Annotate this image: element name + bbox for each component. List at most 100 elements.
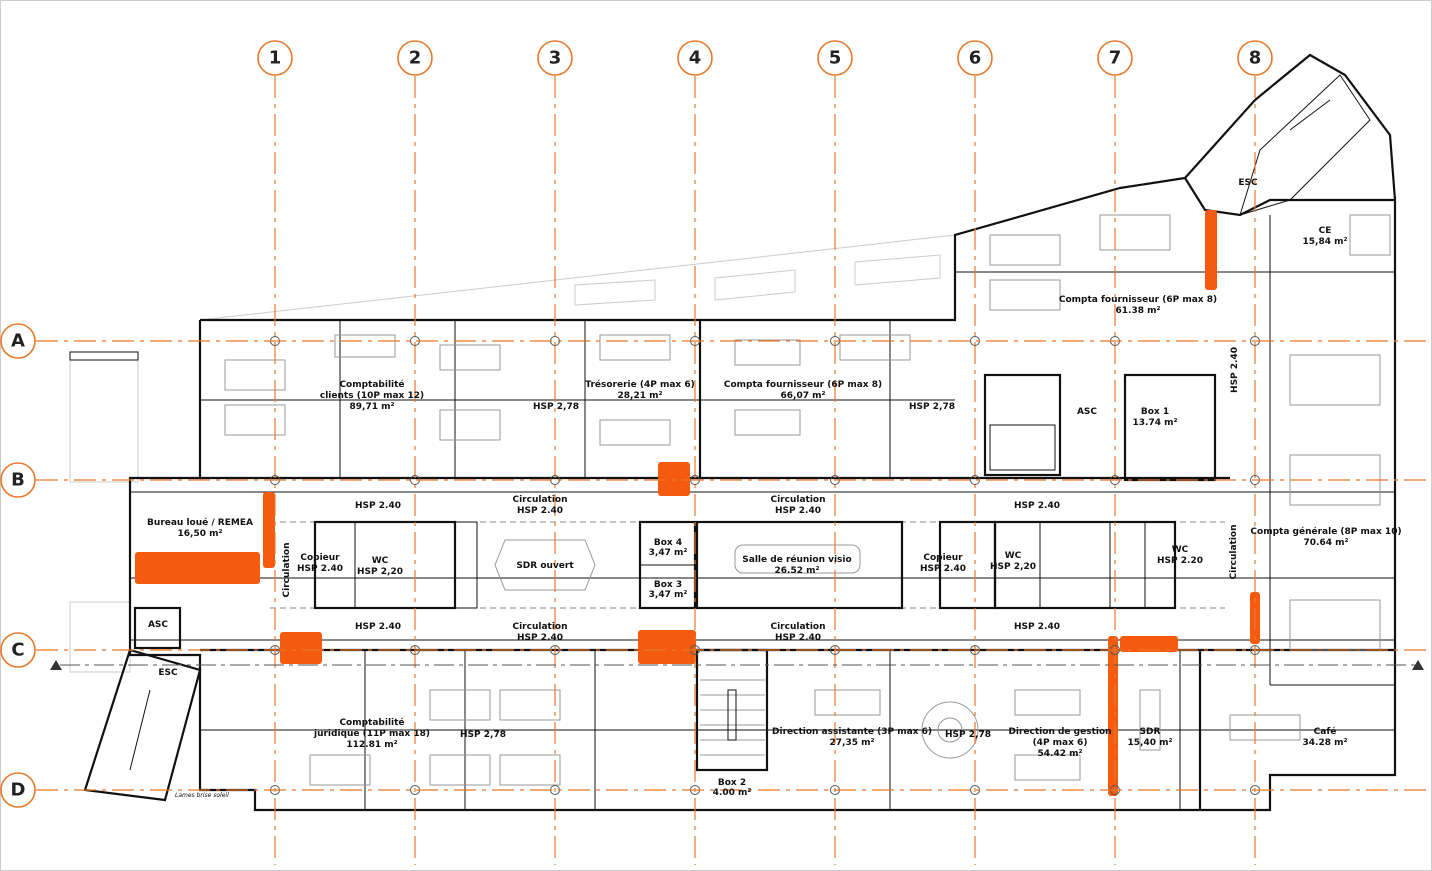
highlight-mark [280, 632, 322, 664]
circulation-label: Circulation [770, 495, 825, 505]
room-wc-mid-hsp: HSP 2,20 [990, 562, 1036, 572]
room-direction-gestion-line2: (4P max 6) [1033, 738, 1088, 748]
circulation-label-vertical: Circulation [1229, 524, 1239, 579]
room-direction-gestion-line1: Direction de gestion [1008, 727, 1111, 737]
highlight-mark [1120, 636, 1178, 652]
hsp-label-vertical: HSP 2.40 [1230, 347, 1240, 393]
esc-label-left: ESC [158, 668, 178, 678]
grid-bubble-column [257, 40, 293, 76]
room-copieur-left-name: Copieur [300, 553, 340, 563]
hsp-label: HSP 2.40 [775, 506, 821, 516]
highlight-mark [1205, 210, 1217, 290]
grid-bubble-column [1097, 40, 1133, 76]
room-wc-right-hsp: HSP 2.20 [1157, 556, 1203, 566]
room-comptabilite-juridique-line1: Comptabilité [339, 717, 404, 728]
room-wc-left-hsp: HSP 2,20 [357, 567, 403, 577]
section-marker-icon [1412, 660, 1424, 670]
hsp-label: HSP 2.40 [355, 622, 401, 632]
room-salle-reunion-name: Salle de réunion visio [742, 554, 851, 565]
room-box2-area: 4.00 m² [713, 788, 752, 798]
room-compta-generale-area: 70.64 m² [1304, 538, 1349, 548]
room-box4-area: 3,47 m² [649, 548, 688, 558]
esc-label-top: ESC [1238, 178, 1258, 188]
room-compta-generale-name: Compta générale (8P max 10) [1250, 526, 1401, 537]
room-bureau-loue-area: 16,50 m² [178, 529, 223, 539]
grid-label-column: 7 [1109, 48, 1122, 69]
room-tresorerie-area: 28,21 m² [618, 391, 663, 401]
room-asc-top: ASC [1077, 407, 1097, 417]
room-direction-assistante-area: 27,35 m² [830, 738, 875, 748]
grid-label-row: B [11, 470, 25, 491]
grid-label-column: 3 [549, 48, 562, 69]
grid-bubble-column [957, 40, 993, 76]
grid-label-column: 6 [969, 48, 982, 69]
room-direction-assistante-name: Direction assistante (3P max 6) [772, 727, 932, 737]
highlight-mark [658, 462, 690, 496]
room-ce-name: CE [1319, 226, 1332, 236]
highlight-mark [638, 630, 696, 664]
grid-bubble-row [0, 772, 36, 808]
room-wc-mid-name: WC [1005, 551, 1022, 561]
hsp-label: HSP 2,78 [533, 402, 579, 412]
hsp-label: HSP 2.40 [775, 633, 821, 643]
room-sdr-area: 15,40 m² [1128, 738, 1173, 748]
hsp-label: HSP 2.40 [355, 501, 401, 511]
room-copieur-left-hsp: HSP 2.40 [297, 564, 343, 574]
hsp-label: HSP 2,78 [460, 730, 506, 740]
room-box4-name: Box 4 [654, 538, 682, 548]
grid-bubble-column [677, 40, 713, 76]
brise-soleil-note: Lames brise soleil [175, 792, 229, 799]
highlight-mark [263, 492, 275, 568]
room-box1-area: 13.74 m² [1133, 418, 1178, 428]
room-copieur-right-hsp: HSP 2.40 [920, 564, 966, 574]
grid-bubble-row [0, 462, 36, 498]
highlight-mark [135, 552, 260, 584]
room-compta-fournisseur-b-name: Compta fournisseur (6P max 8) [1059, 295, 1217, 305]
grid-bubble-column [397, 40, 433, 76]
facade-outline [69, 234, 956, 673]
room-comptabilite-clients-area: 89,71 m² [350, 402, 395, 412]
grid-label-column: 8 [1249, 48, 1262, 69]
hsp-label: HSP 2.40 [517, 506, 563, 516]
room-cafe-area: 34.28 m² [1303, 738, 1348, 748]
room-box1-name: Box 1 [1141, 407, 1169, 417]
room-box3-name: Box 3 [654, 580, 682, 590]
circulation-label-vertical: Circulation [282, 542, 292, 597]
room-box2-name: Box 2 [718, 778, 746, 788]
room-box3-area: 3,47 m² [649, 590, 688, 600]
grid-label-column: 2 [409, 48, 422, 69]
room-wc-right-name: WC [1172, 545, 1189, 555]
room-wc-left-name: WC [372, 556, 389, 566]
grid-label-column: 4 [689, 48, 702, 69]
grid-bubble-row [0, 323, 36, 359]
grid-label-column: 1 [269, 48, 282, 69]
room-bureau-loue-name: Bureau loué / REMEA [147, 517, 253, 528]
grid-label-row: A [11, 331, 25, 352]
grid-bubble-column [537, 40, 573, 76]
room-tresorerie-name: Trésorerie (4P max 6) [585, 379, 694, 390]
building-walls [83, 53, 1397, 812]
hsp-label: HSP 2,78 [909, 402, 955, 412]
room-sdr-name: SDR [1140, 727, 1161, 737]
room-salle-reunion-area: 26.52 m² [775, 566, 820, 576]
room-cafe-name: Café [1314, 726, 1337, 737]
room-comptabilite-juridique-line2: juridique (11P max 18) [313, 729, 430, 739]
room-ce-area: 15,84 m² [1303, 237, 1348, 247]
circulation-label: Circulation [512, 495, 567, 505]
highlight-mark [1108, 636, 1118, 796]
grid-label-row: C [11, 640, 24, 661]
hsp-label: HSP 2,78 [945, 730, 991, 740]
grid-bubble-row [0, 632, 36, 668]
room-labels: Comptabilité clients (10P max 12) 89,71 … [147, 178, 1402, 799]
room-comptabilite-clients-line2: clients (10P max 12) [320, 391, 424, 401]
section-marker-icon [50, 660, 62, 670]
grid-bubble-column [1237, 40, 1273, 76]
room-comptabilite-clients-line1: Comptabilité [339, 379, 404, 390]
grid-label-column: 5 [829, 48, 842, 69]
hsp-label: HSP 2.40 [1014, 501, 1060, 511]
room-compta-fournisseur-a-name: Compta fournisseur (6P max 8) [724, 380, 882, 390]
hsp-label: HSP 2.40 [517, 633, 563, 643]
circulation-label: Circulation [770, 622, 825, 632]
